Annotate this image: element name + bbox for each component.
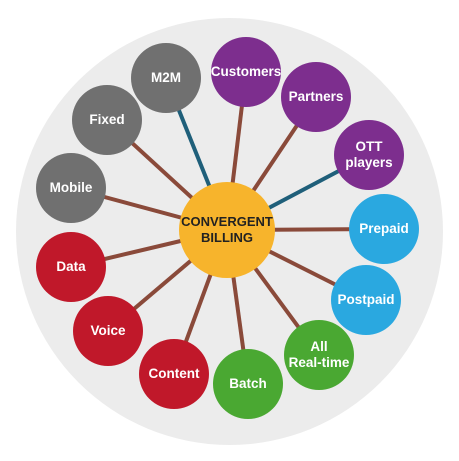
center-label-line1: CONVERGENT [181, 213, 273, 229]
node-ott-players: OTT players [334, 120, 404, 190]
node-fixed: Fixed [72, 85, 142, 155]
node-label-batch: Batch [229, 376, 267, 392]
node-data: Data [36, 232, 106, 302]
node-label-partners: Partners [288, 89, 344, 105]
node-label-all-real-time: All Real-time [288, 339, 350, 370]
node-mobile: Mobile [36, 153, 106, 223]
node-voice: Voice [73, 296, 143, 366]
node-prepaid: Prepaid [349, 194, 419, 264]
node-label-m2m: M2M [151, 70, 181, 86]
node-postpaid: Postpaid [331, 265, 401, 335]
node-label-prepaid: Prepaid [359, 221, 409, 237]
node-customers: Customers [211, 37, 281, 107]
node-content: Content [139, 339, 209, 409]
node-label-content: Content [148, 366, 200, 382]
node-m2m: M2M [131, 43, 201, 113]
node-label-ott-players: OTT players [345, 139, 393, 170]
node-all-real-time: All Real-time [284, 320, 354, 390]
node-label-data: Data [56, 259, 86, 275]
center-node-convergent-billing: CONVERGENT BILLING [179, 182, 275, 278]
center-label-line2: BILLING [201, 230, 253, 245]
node-label-fixed: Fixed [89, 112, 125, 128]
node-batch: Batch [213, 349, 283, 419]
node-partners: Partners [281, 62, 351, 132]
node-label-postpaid: Postpaid [337, 292, 395, 308]
node-label-customers: Customers [210, 64, 282, 80]
node-label-mobile: Mobile [49, 180, 93, 196]
node-label-voice: Voice [90, 323, 126, 339]
